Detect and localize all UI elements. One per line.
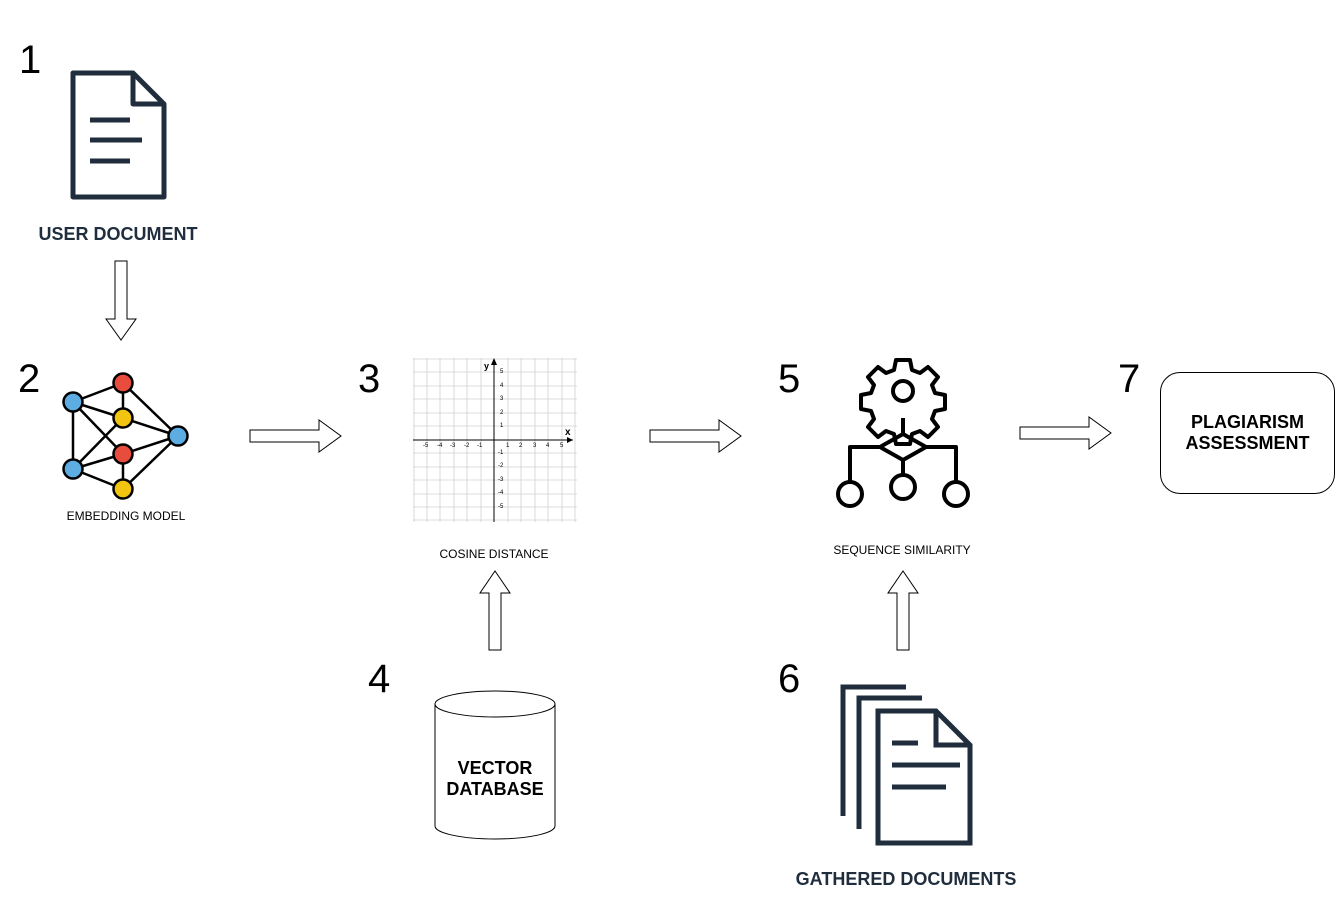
- y-tick: -1: [498, 450, 504, 456]
- x-axis-label: x: [565, 427, 571, 438]
- cylinder-database-icon: [434, 690, 556, 840]
- y-tick: -5: [498, 504, 504, 510]
- plagiarism-assessment-box: PLAGIARISM ASSESSMENT: [1160, 372, 1335, 494]
- gear-flowchart-icon: [836, 358, 970, 508]
- y-tick: 5: [500, 369, 504, 375]
- neural-network-icon: [62, 372, 189, 500]
- user-document-label: USER DOCUMENT: [38, 224, 198, 244]
- arrow-down-1-2: [105, 260, 137, 341]
- step-number-7: 7: [1118, 357, 1141, 401]
- step-number-2: 2: [18, 357, 41, 401]
- plagiarism-assessment-line1: PLAGIARISM: [1190, 412, 1304, 432]
- y-tick: 4: [500, 383, 504, 389]
- y-tick: 3: [500, 396, 504, 402]
- coordinate-grid-icon: [413, 358, 577, 522]
- vector-database-line1: VECTOR: [457, 758, 533, 778]
- arrow-right-2-3: [249, 419, 342, 453]
- x-tick: 1: [506, 443, 510, 449]
- x-tick: -3: [450, 443, 456, 449]
- y-tick: -3: [498, 477, 504, 483]
- vector-database-line2: DATABASE: [446, 779, 544, 799]
- x-tick: 3: [533, 443, 537, 449]
- y-tick: -2: [498, 463, 504, 469]
- y-tick: 2: [500, 410, 504, 416]
- plagiarism-assessment-line2: ASSESSMENT: [1185, 433, 1310, 453]
- arrow-right-3-5: [649, 419, 742, 453]
- embedding-model-label: EMBEDDING MODEL: [66, 509, 186, 523]
- step-number-1: 1: [19, 38, 42, 82]
- x-tick: -2: [464, 443, 470, 449]
- step-number-6: 6: [778, 657, 801, 701]
- arrow-up-6-5: [887, 570, 919, 651]
- step-number-5: 5: [778, 357, 801, 401]
- x-tick: -4: [437, 443, 443, 449]
- y-axis-label: y: [484, 361, 490, 371]
- x-tick: -1: [477, 443, 483, 449]
- sequence-similarity-label: SEQUENCE SIMILARITY: [833, 543, 971, 557]
- cosine-distance-label: COSINE DISTANCE: [439, 547, 549, 561]
- y-tick: -4: [498, 490, 504, 496]
- x-tick: -5: [423, 443, 429, 449]
- vector-database-label: VECTOR DATABASE: [435, 758, 555, 800]
- step-number-3: 3: [358, 357, 381, 401]
- y-tick: 1: [500, 423, 504, 429]
- stacked-documents-icon: [840, 684, 973, 846]
- x-tick: 2: [519, 443, 523, 449]
- x-tick: 5: [560, 443, 564, 449]
- document-icon: [70, 70, 167, 200]
- x-tick: 4: [546, 443, 550, 449]
- gathered-documents-label: GATHERED DOCUMENTS: [795, 869, 1017, 889]
- arrow-up-4-3: [479, 570, 511, 651]
- arrow-right-5-7: [1019, 416, 1112, 450]
- step-number-4: 4: [368, 657, 391, 701]
